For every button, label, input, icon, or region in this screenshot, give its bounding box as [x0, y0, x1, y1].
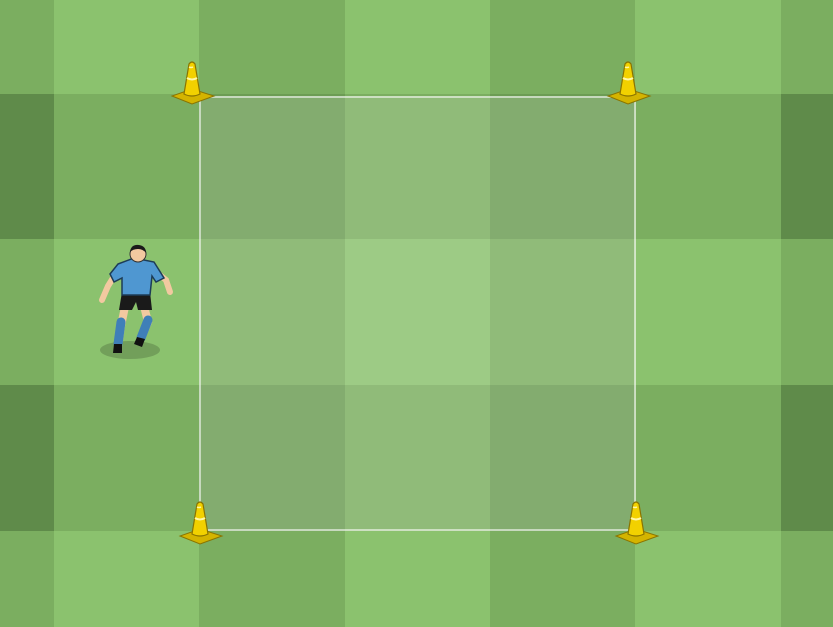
- cone-top-left-icon: [162, 56, 222, 116]
- pitch-tile: [345, 0, 490, 94]
- pitch-tile: [0, 385, 54, 531]
- cone-top-right-icon: [598, 56, 658, 116]
- pitch-tile: [635, 239, 781, 385]
- pitch-tile: [781, 531, 833, 627]
- player-shirt: [110, 258, 164, 295]
- pitch-tile: [345, 531, 490, 627]
- pitch-tile: [781, 239, 833, 385]
- pitch-tile: [0, 0, 54, 94]
- pitch-tile: [781, 94, 833, 239]
- pitch-tile: [781, 385, 833, 531]
- pitch-tile: [781, 0, 833, 94]
- player-boot-left: [113, 344, 122, 353]
- cone-bottom-left-icon: [170, 496, 230, 556]
- player-sock-left: [118, 322, 121, 344]
- player-shadow: [100, 341, 160, 359]
- soccer-player-icon: [88, 240, 188, 370]
- cone-bottom-right-icon: [606, 496, 666, 556]
- training-area-square: [199, 96, 636, 531]
- pitch-tile: [0, 94, 54, 239]
- player-sock-right: [141, 320, 148, 338]
- pitch-tile: [0, 531, 54, 627]
- pitch-tile: [0, 239, 54, 385]
